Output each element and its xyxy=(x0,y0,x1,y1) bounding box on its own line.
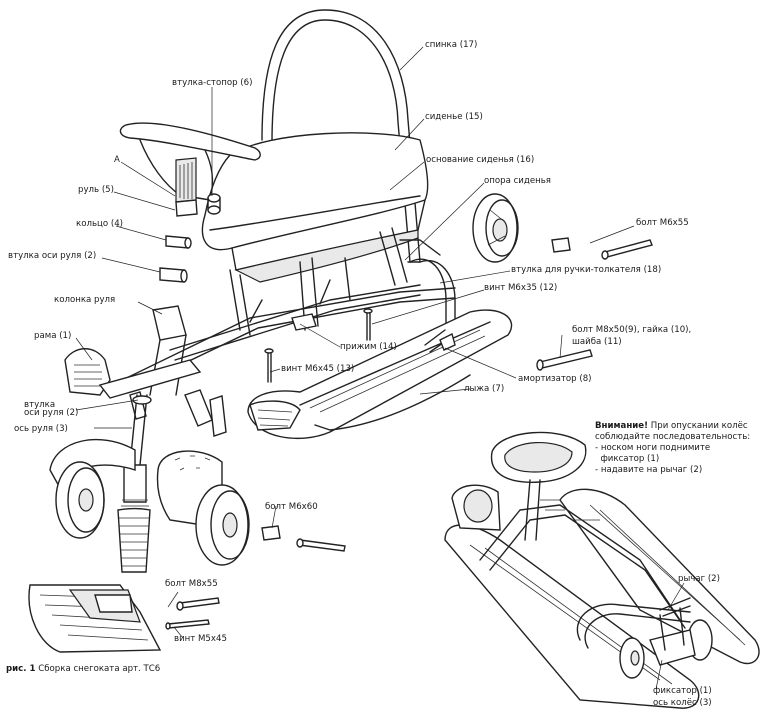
label-seat-support: опора сиденья xyxy=(484,176,551,186)
label-stopper-sleeve: втулка-стопор (6) xyxy=(172,78,253,88)
label-pusher-handle-sleeve: втулка для ручки-толкателя (18) xyxy=(511,265,662,275)
note-line-5: - надавите на рычаг (2) xyxy=(595,465,703,475)
label-frame: рама (1) xyxy=(34,331,72,341)
label-bolt-m6x60: болт М6х60 xyxy=(265,502,318,512)
left-ski-drawing xyxy=(64,348,202,399)
steering-column-drawing xyxy=(149,305,187,396)
label-screw-m6x35: винт М6х35 (12) xyxy=(484,283,558,293)
axle-sleeve-top-drawing xyxy=(159,267,188,283)
label-steering-column: колонка руля xyxy=(54,295,116,305)
label-screw-m6x45: винт М6х45 (13) xyxy=(281,364,355,374)
ring-drawing xyxy=(165,235,192,249)
label-washer: шайба (11) xyxy=(572,337,622,347)
label-ring: кольцо (4) xyxy=(76,219,124,229)
label-bolt-m8x50: болт М8х50(9), гайка (10), xyxy=(572,325,692,335)
label-wheel-axle: ось колёс (3) xyxy=(653,698,712,708)
note-title: Внимание! xyxy=(595,421,649,431)
note-line-2: соблюдайте последовательность: xyxy=(595,432,751,442)
bolt-m8x55-drawing xyxy=(176,597,220,611)
note-line-4: фиксатор (1) xyxy=(595,454,660,464)
label-screw-m5x45: винт М5х45 xyxy=(174,634,227,644)
left-wheel-drawing xyxy=(49,438,136,539)
frame-drawing xyxy=(111,227,456,396)
screw-m6x45-drawing xyxy=(264,348,274,383)
label-latch: фиксатор (1) xyxy=(653,686,712,696)
shock-absorber-drawing xyxy=(424,329,456,353)
label-backrest: спинка (17) xyxy=(425,40,478,50)
screw-m6x35-drawing xyxy=(363,308,373,341)
label-shock-absorber: амортизатор (8) xyxy=(518,374,592,384)
caption-prefix: рис. 1 xyxy=(6,664,36,674)
label-bolt-m8x55: болт М8х55 xyxy=(165,579,218,589)
label-steering-wheel: руль (5) xyxy=(78,185,115,195)
label-steering-axle-sleeve-top: втулка оси руля (2) xyxy=(8,251,97,261)
upper-wheel-drawing xyxy=(472,193,519,263)
note-line1-rest: При опускании колёс xyxy=(648,421,748,431)
label-ski: лыжа (7) xyxy=(464,384,505,394)
label-a-mark: А xyxy=(114,155,120,165)
label-steering-axle-sleeve-bottom-1: втулка xyxy=(24,400,56,410)
label-bolt-m6x55: болт М6х55 xyxy=(636,218,689,228)
leader-lines xyxy=(75,46,685,690)
screw-m5x45-drawing xyxy=(165,619,210,630)
note-line-3: - носком ноги поднимите xyxy=(595,443,711,453)
stopper-sleeve-drawing xyxy=(207,193,221,215)
center-fender-drawing xyxy=(156,450,250,566)
label-lever: рычаг (2) xyxy=(678,574,721,584)
right-ski-drawing xyxy=(247,309,513,439)
caption-text: Сборка снегоката арт. ТС6 xyxy=(35,664,161,674)
bolt-m6x60-drawing xyxy=(261,525,346,552)
warning-note: Внимание! При опускании колёс соблюдайте… xyxy=(595,421,765,476)
label-steering-axle: ось руля (3) xyxy=(14,424,68,434)
note-line-1: Внимание! При опускании колёс xyxy=(595,421,765,432)
label-clamp: прижим (14) xyxy=(340,342,397,352)
steering-wheel-drawing xyxy=(119,122,261,217)
bolt-m6x55-drawing xyxy=(551,237,653,260)
steering-axle-drawing xyxy=(117,394,152,573)
seat-drawing xyxy=(201,132,429,283)
label-seat-base: основание сиденья (16) xyxy=(426,155,535,165)
label-seat: сиденье (15) xyxy=(425,112,483,122)
bolt-m8x50-drawing xyxy=(536,349,593,371)
figure-caption: рис. 1 Сборка снегоката арт. ТС6 xyxy=(6,664,160,674)
ski-detail-drawing xyxy=(28,584,162,653)
assembled-sled-drawing xyxy=(444,431,760,709)
label-steering-axle-sleeve-bottom-2: оси руля (2) xyxy=(24,408,79,418)
